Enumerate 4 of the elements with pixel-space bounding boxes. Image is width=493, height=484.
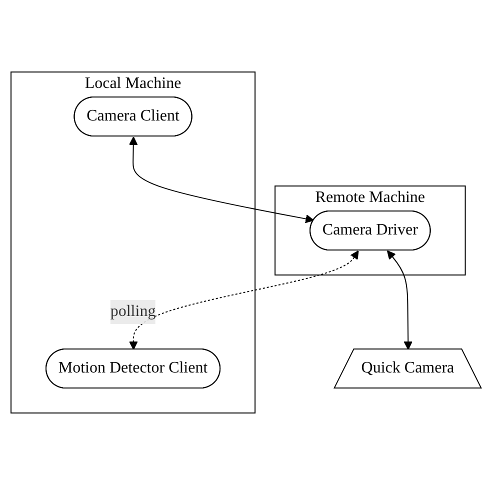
arrow (129, 250, 360, 350)
arrow (387, 250, 413, 350)
arrow (129, 136, 315, 223)
edge-label: polling (110, 302, 156, 320)
